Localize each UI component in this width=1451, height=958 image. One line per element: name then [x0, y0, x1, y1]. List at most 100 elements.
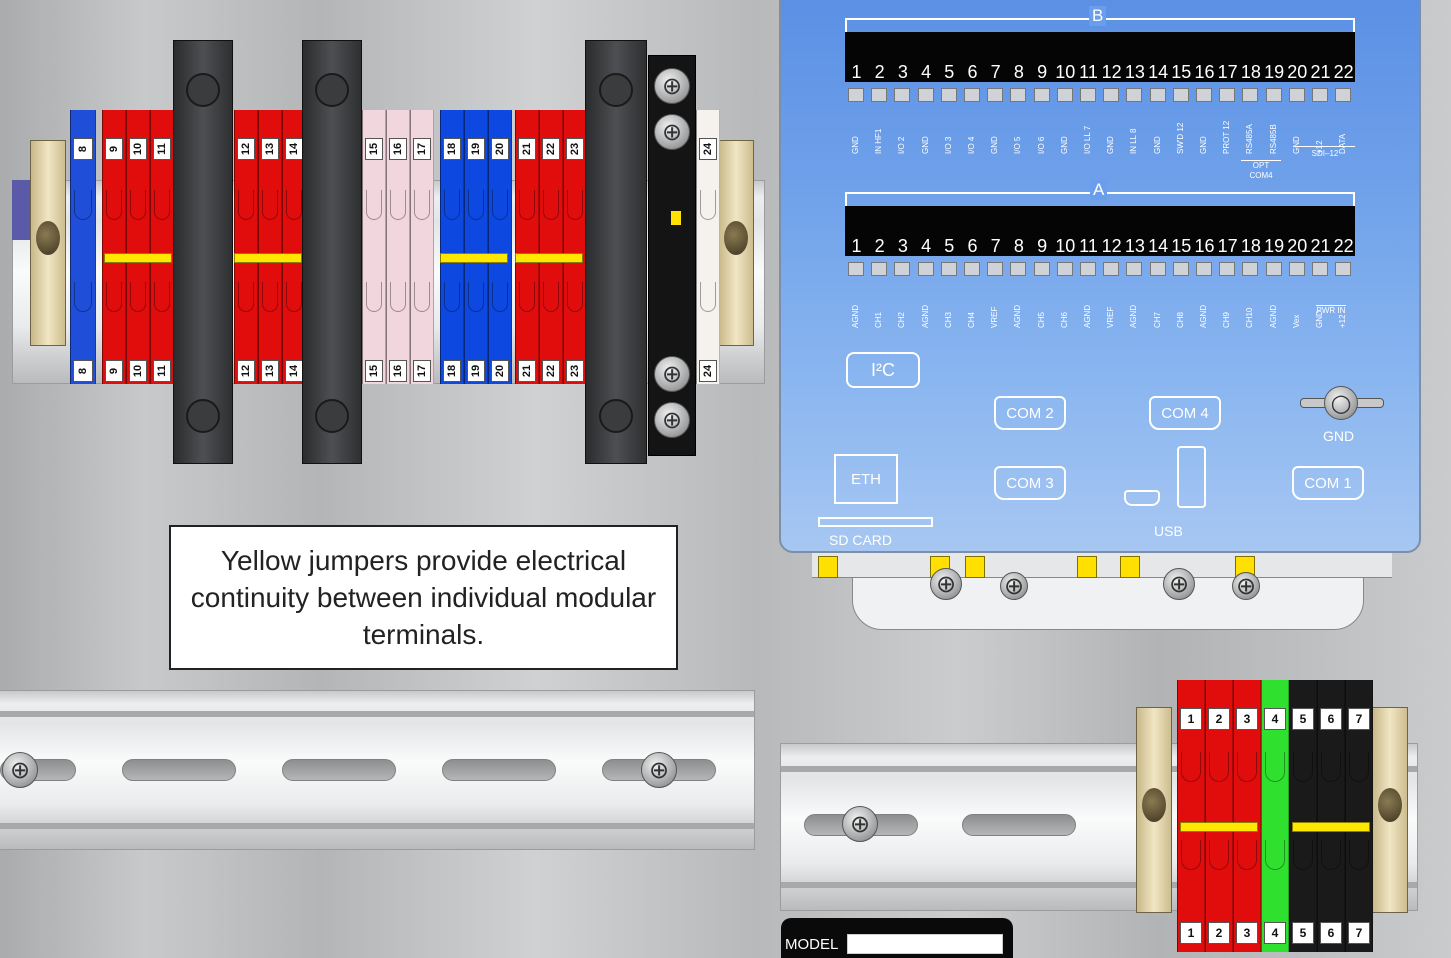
wire-entry[interactable]: [492, 190, 508, 220]
wire-entry[interactable]: [700, 190, 716, 220]
terminal-screw[interactable]: [1265, 88, 1282, 102]
wire-entry[interactable]: [543, 190, 559, 220]
wire-entry[interactable]: [1321, 752, 1341, 782]
wire-entry[interactable]: [567, 190, 583, 220]
terminal-screw[interactable]: [1080, 88, 1096, 102]
i2c-port[interactable]: I²C: [846, 352, 920, 388]
fuse-terminal[interactable]: ⊕ ⊕ ⊕ ⊕: [648, 55, 696, 456]
wire-entry[interactable]: [700, 282, 716, 312]
terminal-screw[interactable]: [1335, 262, 1352, 276]
terminal-screw[interactable]: [1219, 262, 1236, 276]
wire-entry[interactable]: [492, 282, 508, 312]
terminal-screw[interactable]: [940, 262, 957, 276]
wire-entry[interactable]: [262, 190, 278, 220]
terminal-screw[interactable]: [1149, 262, 1166, 276]
terminal-screw[interactable]: [1312, 262, 1328, 276]
terminal-screw[interactable]: [1056, 262, 1073, 276]
wire-entry[interactable]: [1181, 752, 1201, 782]
wire-entry[interactable]: [567, 282, 583, 312]
terminal-screw[interactable]: [871, 262, 888, 276]
wire-entry[interactable]: [444, 282, 460, 312]
terminal-screw[interactable]: [871, 88, 888, 102]
ground-screw-icon[interactable]: ○: [1324, 386, 1358, 420]
terminal-screw[interactable]: [1080, 262, 1096, 276]
jumper-upper-12-14[interactable]: [234, 253, 302, 263]
wire-entry[interactable]: [1237, 840, 1257, 870]
terminal-screw[interactable]: [1335, 88, 1352, 102]
wire-entry[interactable]: [414, 282, 430, 312]
terminal-screw[interactable]: [1196, 88, 1212, 102]
terminal-screw[interactable]: [917, 88, 934, 102]
terminal-screw[interactable]: [1033, 262, 1050, 276]
jumper-lower-1-3[interactable]: [1180, 822, 1258, 832]
com2-port[interactable]: COM 2: [994, 396, 1066, 430]
terminal-screw[interactable]: [964, 88, 980, 102]
wire-entry[interactable]: [366, 282, 382, 312]
terminal-screw[interactable]: [894, 262, 911, 276]
wire-entry[interactable]: [154, 190, 170, 220]
terminal-screw[interactable]: [1172, 262, 1189, 276]
wire-entry[interactable]: [130, 282, 146, 312]
terminal-screw[interactable]: [1288, 88, 1305, 102]
model-value[interactable]: [847, 934, 1003, 954]
terminal-screw[interactable]: [1149, 88, 1166, 102]
terminal-screw[interactable]: [917, 262, 934, 276]
wire-entry[interactable]: [1209, 752, 1229, 782]
wire-entry[interactable]: [519, 282, 535, 312]
wire-entry[interactable]: [1321, 840, 1341, 870]
wire-entry[interactable]: [238, 190, 254, 220]
wire-entry[interactable]: [468, 190, 484, 220]
terminal-screw[interactable]: [1010, 262, 1027, 276]
usb-mini-port[interactable]: [1124, 490, 1160, 506]
usb-a-port[interactable]: [1177, 446, 1206, 508]
marker-carrier-bracket-1[interactable]: [173, 40, 233, 464]
eth-port[interactable]: ETH: [834, 454, 898, 504]
terminal-screw[interactable]: [1126, 262, 1143, 276]
terminal-screw[interactable]: [1033, 88, 1050, 102]
marker-carrier-bracket-2[interactable]: [302, 40, 362, 464]
wire-entry[interactable]: [1181, 840, 1201, 870]
wire-entry[interactable]: [390, 282, 406, 312]
terminal-screw[interactable]: [1265, 262, 1282, 276]
terminal-screw[interactable]: [940, 88, 957, 102]
wire-entry[interactable]: [543, 282, 559, 312]
wire-entry[interactable]: [106, 282, 122, 312]
wire-entry[interactable]: [1265, 752, 1285, 782]
terminal-screw[interactable]: [1312, 88, 1328, 102]
terminal-screw[interactable]: [1103, 262, 1120, 276]
wire-entry[interactable]: [1349, 840, 1369, 870]
terminal-screw[interactable]: [894, 88, 911, 102]
wire-entry[interactable]: [106, 190, 122, 220]
wire-entry[interactable]: [154, 282, 170, 312]
terminal-screw[interactable]: [987, 88, 1004, 102]
terminal-screw[interactable]: [1242, 88, 1259, 102]
wire-entry[interactable]: [1293, 840, 1313, 870]
terminal-screw[interactable]: [848, 88, 864, 102]
terminal-screw[interactable]: [1196, 262, 1212, 276]
jumper-upper-18-20[interactable]: [440, 253, 508, 263]
terminal-screw[interactable]: [1288, 262, 1305, 276]
marker-carrier-bracket-3[interactable]: [585, 40, 647, 464]
wire-entry[interactable]: [262, 282, 278, 312]
terminal-screw[interactable]: [1056, 88, 1073, 102]
terminal-screw[interactable]: [848, 262, 864, 276]
wire-entry[interactable]: [444, 190, 460, 220]
com1-port[interactable]: COM 1: [1292, 466, 1364, 500]
